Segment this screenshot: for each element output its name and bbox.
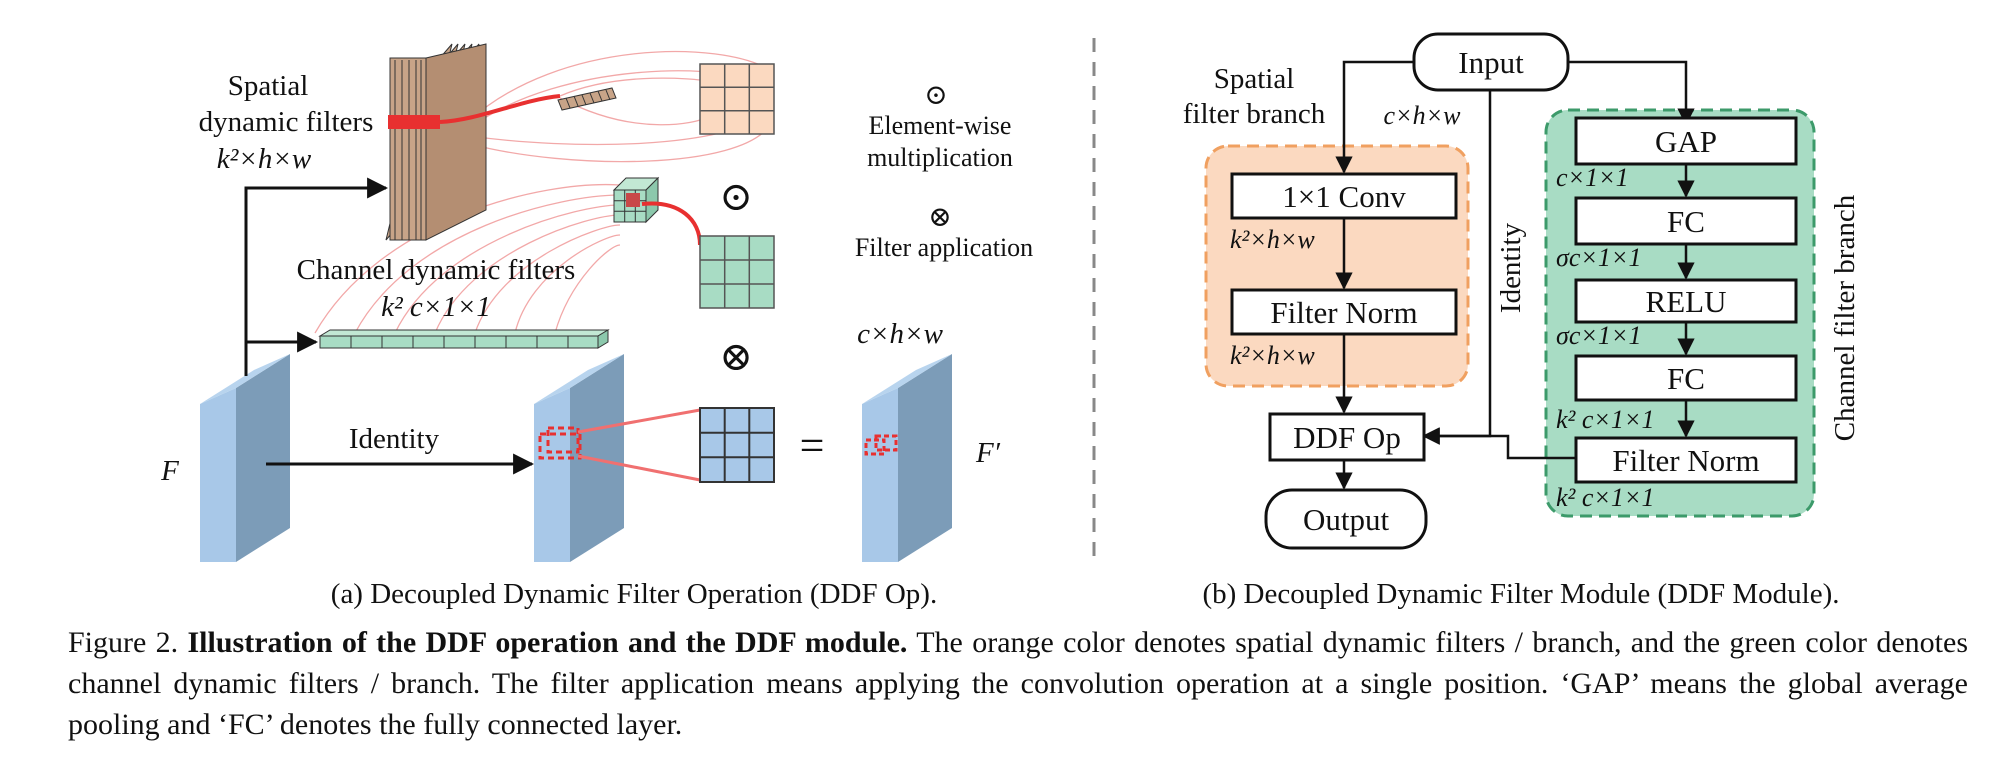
spatial-filter-norm-node [1230, 288, 1458, 336]
channel-filter-norm-label: Filter Norm [1612, 443, 1759, 478]
spatial-connection-curves [469, 50, 771, 163]
output-label: F′ [975, 437, 1001, 469]
legend-elementwise-label-1: Element-wise [869, 111, 1012, 140]
legend-elementwise-label-2: multiplication [867, 143, 1013, 172]
identity-label: Identity [1495, 222, 1527, 313]
spatial-filter-stack [385, 43, 487, 241]
caption-bold: Illustration of the DDF operation and th… [187, 626, 908, 659]
input-dims: c×h×w [1384, 101, 1462, 130]
legend-filter-app-label: Filter application [855, 233, 1033, 262]
ddf-op-node [1268, 412, 1426, 462]
spatial-filter-grid [699, 63, 775, 135]
subcaption-b: (b) Decoupled Dynamic Filter Module (DDF… [1202, 578, 1839, 610]
conv-node [1230, 172, 1458, 220]
caption-text: The orange color denotes spatial dynamic… [68, 626, 1968, 741]
conv-node-label: 1×1 Conv [1282, 179, 1406, 214]
small-spatial-filter [557, 87, 617, 111]
legend-filter-app-icon: ⊗ [928, 202, 951, 233]
channel-filter-norm-node [1574, 436, 1798, 484]
fc2-node-label: FC [1667, 361, 1705, 396]
spatial-filters-label-2: dynamic filters [199, 106, 374, 138]
fc1-dims: σc×1×1 [1556, 243, 1641, 272]
input-label: F [160, 455, 179, 487]
fc1-node-label: FC [1667, 204, 1705, 239]
output-node [1264, 488, 1428, 550]
subcaption-a: (a) Decoupled Dynamic Filter Operation (… [331, 578, 937, 610]
feature-patch-grid [699, 407, 775, 483]
elementwise-op-icon: ⊙ [719, 174, 753, 219]
gap-node [1574, 116, 1798, 166]
fc1-node [1574, 196, 1798, 246]
figure-caption: Figure 2. Illustration of the DDF operat… [68, 622, 1968, 745]
part-a-arrows [244, 177, 535, 475]
part-b-arrows [1335, 60, 1695, 490]
spatial-branch-label-2: filter branch [1183, 98, 1326, 130]
spatial-filters-dims: k²×h×w [217, 143, 312, 175]
spatial-filter-norm-label: Filter Norm [1270, 295, 1417, 330]
ddf-op-node-label: DDF Op [1293, 420, 1401, 455]
channel-filter-strip [318, 329, 610, 349]
relu-dims: σc×1×1 [1556, 321, 1641, 350]
fc2-dims: k² c×1×1 [1556, 405, 1654, 434]
channel-filters-label: Channel dynamic filters [297, 254, 576, 286]
output-node-label: Output [1303, 502, 1390, 537]
part-a-ddf-operation: Spatial dynamic filters k²×h×w Channel d… [160, 43, 1033, 610]
equals-sign: = [800, 421, 825, 470]
relu-node [1574, 278, 1798, 324]
projection-lines [577, 408, 701, 482]
output-dims: c×h×w [857, 318, 944, 350]
middle-feature-volume [534, 354, 624, 562]
identity-label: Identity [349, 423, 440, 455]
channel-filter-grid [699, 235, 775, 309]
legend-elementwise-icon: ⊙ [924, 80, 947, 111]
output-feature-volume [862, 354, 952, 562]
spatial-norm-dims: k²×h×w [1230, 341, 1315, 370]
gap-node-label: GAP [1655, 124, 1717, 159]
conv-dims: k²×h×w [1230, 225, 1315, 254]
relu-node-label: RELU [1646, 284, 1727, 319]
input-node [1412, 32, 1570, 92]
input-node-label: Input [1458, 45, 1524, 80]
filter-application-op-icon: ⊗ [719, 334, 753, 379]
channel-branch-label: Channel filter branch [1829, 194, 1861, 441]
spatial-red-link [439, 94, 561, 124]
spatial-filters-label-1: Spatial [228, 70, 309, 102]
input-feature-volume [200, 354, 290, 562]
gap-dims: c×1×1 [1556, 163, 1629, 192]
spatial-branch-label-1: Spatial [1214, 63, 1295, 95]
part-b-ddf-module: Input 1×1 Conv Filter Norm DDF Op Output… [1183, 32, 1861, 610]
caption-prefix: Figure 2. [68, 626, 188, 659]
channel-filter-cube [612, 176, 660, 224]
channel-norm-dims: k² c×1×1 [1556, 483, 1654, 512]
fc2-node [1574, 354, 1798, 402]
channel-filters-dims: k² c×1×1 [381, 291, 491, 323]
